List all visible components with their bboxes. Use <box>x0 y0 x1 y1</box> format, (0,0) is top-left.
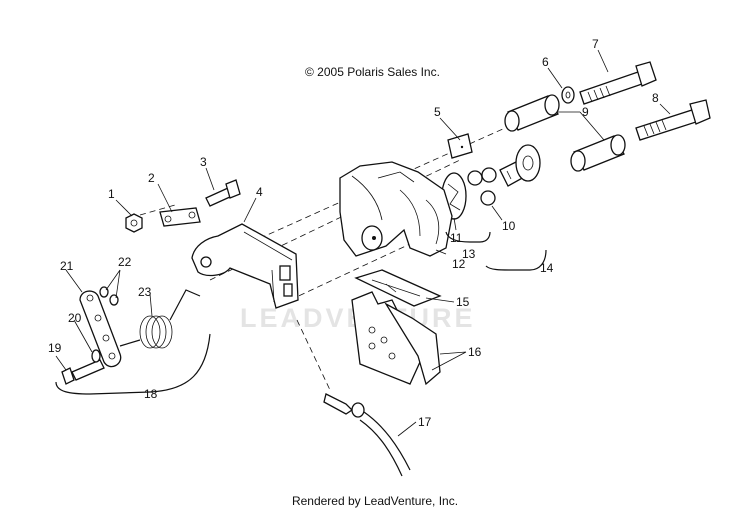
part-5-shim[interactable] <box>447 133 473 159</box>
part-4-bracket[interactable] <box>191 223 299 309</box>
part-6-washer[interactable] <box>561 86 575 104</box>
part-19-bolt[interactable] <box>61 359 105 385</box>
callout-8: 8 <box>652 91 659 105</box>
callout-5: 5 <box>434 105 441 119</box>
callout-9: 9 <box>582 105 589 119</box>
group-bracket-18 <box>55 333 211 395</box>
callout-4: 4 <box>256 185 263 199</box>
part-15-pad-spring[interactable] <box>354 269 442 307</box>
part-21-lever-arm[interactable] <box>79 290 122 368</box>
part-8-bolt[interactable] <box>635 99 711 141</box>
callout-19: 19 <box>48 341 62 355</box>
part-13-actuator[interactable] <box>499 144 541 187</box>
callout-16: 16 <box>468 345 482 359</box>
part-3-bolt[interactable] <box>205 179 241 207</box>
copyright-text: © 2005 Polaris Sales Inc. <box>305 65 440 79</box>
callout-23: 23 <box>138 285 152 299</box>
callout-12: 12 <box>452 257 466 271</box>
part-22-bushings[interactable] <box>99 286 119 306</box>
callout-1: 1 <box>108 187 115 201</box>
part-20-washer[interactable] <box>91 349 101 363</box>
part-10-balls[interactable] <box>467 167 497 206</box>
part-7-long-bolt[interactable] <box>579 61 657 105</box>
callout-17: 17 <box>418 415 432 429</box>
callout-15: 15 <box>456 295 470 309</box>
part-23-torsion-spring[interactable] <box>119 289 201 349</box>
group-bracket-14 <box>485 249 547 271</box>
callout-10: 10 <box>502 219 516 233</box>
callout-3: 3 <box>200 155 207 169</box>
part-1-nut[interactable] <box>125 213 143 233</box>
group-bracket-13 <box>445 231 491 243</box>
leader-lines <box>55 49 671 437</box>
part-2-clevis[interactable] <box>159 207 201 227</box>
part-16-brake-pads[interactable] <box>351 291 441 386</box>
part-12-caliper-body[interactable] <box>339 161 453 257</box>
part-9-pin-lower[interactable] <box>570 134 626 172</box>
callout-11: 11 <box>450 231 463 245</box>
callout-2: 2 <box>148 171 155 185</box>
callout-7: 7 <box>592 37 599 51</box>
callout-18: 18 <box>144 387 158 401</box>
part-17-brake-cable[interactable] <box>323 393 411 477</box>
part-9-pin-upper[interactable] <box>504 94 560 132</box>
callout-20: 20 <box>68 311 82 325</box>
callout-14: 14 <box>540 261 554 275</box>
callout-22: 22 <box>118 255 132 269</box>
footer-credit: Rendered by LeadVenture, Inc. <box>291 494 459 508</box>
callout-13: 13 <box>462 247 476 261</box>
callout-21: 21 <box>60 259 74 273</box>
callout-labels: 1 2 3 4 5 6 7 8 9 10 11 12 13 14 15 16 1… <box>48 37 659 429</box>
callout-6: 6 <box>542 55 549 69</box>
